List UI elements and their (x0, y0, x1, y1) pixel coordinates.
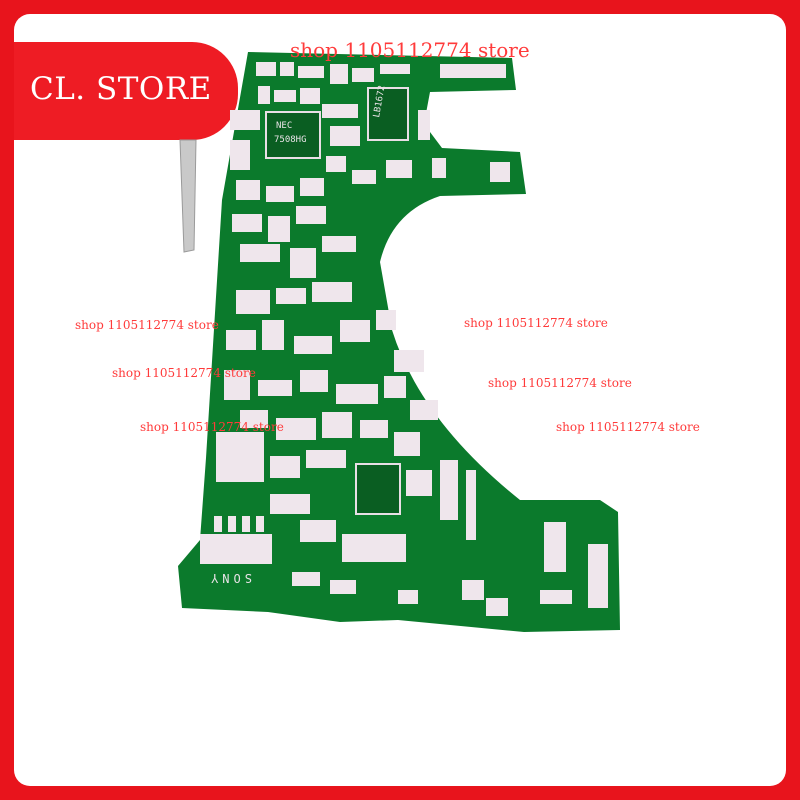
watermark: shop 1105112774 store (556, 420, 700, 434)
silk-text-sony: SONY (207, 571, 252, 585)
watermark-top: shop 1105112774 store (290, 38, 530, 62)
watermark: shop 1105112774 store (488, 376, 632, 390)
watermark: shop 1105112774 store (464, 316, 608, 330)
chip-label-nec: NEC (276, 121, 292, 131)
pcb-silkscreen: NEC 7508HG LB1672 SONY (207, 85, 387, 585)
pcb-chips (265, 87, 409, 515)
store-badge (14, 42, 238, 140)
pcb-pads (200, 62, 608, 616)
watermark: shop 1105112774 store (75, 318, 219, 332)
chip-label-7508: 7508HG (274, 135, 307, 145)
store-badge-label: CL. STORE (30, 71, 212, 107)
watermark: shop 1105112774 store (140, 420, 284, 434)
watermark: shop 1105112774 store (112, 366, 256, 380)
metal-bracket (179, 139, 197, 253)
